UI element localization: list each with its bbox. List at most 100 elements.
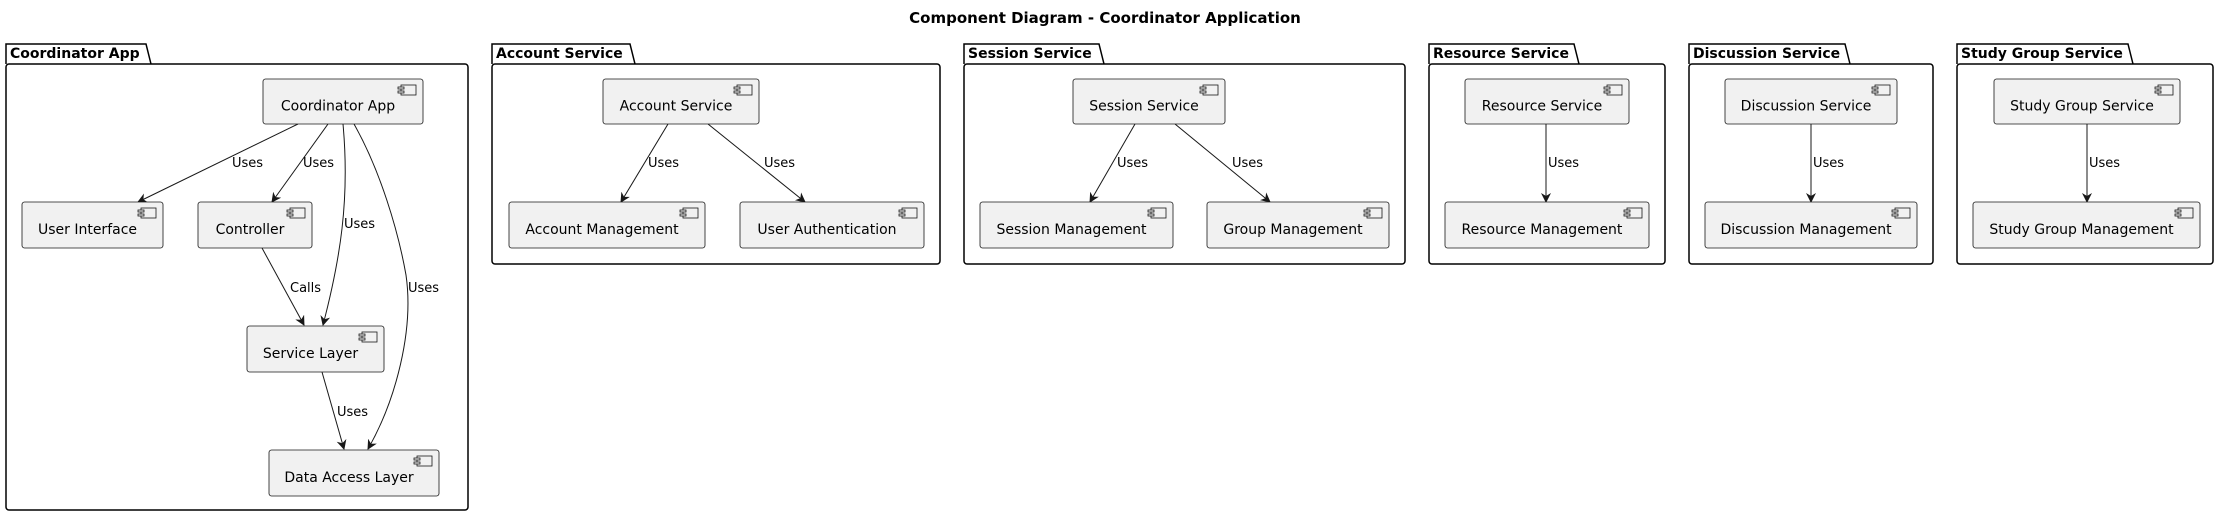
relation-label: Calls bbox=[290, 281, 321, 296]
package-label: Study Group Service bbox=[1961, 46, 2123, 62]
component-label: Session Management bbox=[996, 222, 1147, 238]
relation-arrow bbox=[707, 123, 806, 203]
package-tab bbox=[491, 43, 636, 65]
component-box bbox=[1704, 201, 1918, 249]
component-label: Service Layer bbox=[263, 346, 358, 362]
component-discussion-service: Discussion Service bbox=[1724, 78, 1898, 125]
component-icon bbox=[1603, 84, 1623, 96]
relation-study-group-management: Uses bbox=[2082, 124, 2120, 203]
relation-label: Uses bbox=[408, 281, 439, 296]
component-label: Resource Management bbox=[1462, 222, 1623, 238]
component-label: Study Group Service bbox=[2010, 99, 2154, 115]
component-label: Group Management bbox=[1223, 222, 1363, 238]
component-icon bbox=[1891, 207, 1911, 219]
component-label: Study Group Management bbox=[1989, 222, 2174, 238]
component-icon bbox=[733, 84, 753, 96]
relation-arrow bbox=[321, 371, 347, 450]
package-coordinator-app: Coordinator App bbox=[5, 43, 469, 511]
relation-session-group: Uses bbox=[1174, 123, 1271, 203]
component-box bbox=[262, 78, 424, 125]
relation-controller-service-layer: Calls bbox=[261, 247, 321, 326]
package-tab bbox=[1428, 43, 1580, 65]
relation-arrow bbox=[261, 247, 305, 326]
component-icon bbox=[2154, 84, 2174, 96]
component-icon bbox=[1199, 84, 1219, 96]
relation-arrow bbox=[271, 123, 329, 203]
component-box bbox=[1464, 78, 1630, 125]
component-box bbox=[1444, 201, 1650, 249]
component-label: Data Access Layer bbox=[284, 470, 414, 486]
component-label: Discussion Management bbox=[1720, 222, 1892, 238]
relation-arrow bbox=[620, 123, 669, 203]
component-label: Coordinator App bbox=[281, 99, 395, 115]
relation-app-ui: Uses bbox=[137, 123, 299, 203]
component-account-service: Account Service bbox=[602, 78, 760, 125]
package-tab bbox=[1688, 43, 1851, 65]
component-box bbox=[1724, 78, 1898, 125]
relation-app-data-access: Uses bbox=[353, 123, 439, 450]
component-box bbox=[739, 201, 925, 249]
relation-label: Uses bbox=[232, 156, 263, 171]
package-tab bbox=[963, 43, 1105, 65]
component-service-layer: Service Layer bbox=[246, 325, 385, 373]
component-box bbox=[1072, 78, 1226, 125]
relation-app-controller: Uses bbox=[271, 123, 334, 203]
component-user-authentication: User Authentication bbox=[739, 201, 925, 249]
relation-service-layer-data-access: Uses bbox=[321, 371, 368, 450]
component-resource-management: Resource Management bbox=[1444, 201, 1650, 249]
component-label: Account Management bbox=[525, 222, 679, 238]
component-box bbox=[1993, 78, 2181, 125]
relation-label: Uses bbox=[1117, 156, 1148, 171]
component-icon bbox=[358, 331, 378, 343]
component-icon bbox=[413, 455, 433, 467]
package-label: Coordinator App bbox=[10, 46, 140, 62]
package-tab bbox=[1956, 43, 2134, 65]
relation-app-service-layer: Uses bbox=[320, 123, 375, 326]
component-label: User Authentication bbox=[757, 222, 896, 238]
component-box bbox=[1206, 201, 1390, 249]
component-session-management: Session Management bbox=[979, 201, 1174, 249]
package-label: Account Service bbox=[496, 46, 623, 62]
component-icon bbox=[2174, 207, 2194, 219]
component-icon bbox=[679, 207, 699, 219]
relation-label: Uses bbox=[1548, 156, 1579, 171]
component-data-access-layer: Data Access Layer bbox=[268, 449, 440, 497]
component-icon bbox=[898, 207, 918, 219]
component-account-management: Account Management bbox=[508, 201, 706, 249]
relation-account-authentication: Uses bbox=[707, 123, 806, 203]
relation-label: Uses bbox=[1232, 156, 1263, 171]
component-box bbox=[197, 201, 313, 249]
package-label: Resource Service bbox=[1433, 46, 1569, 62]
component-user-interface: User Interface bbox=[21, 201, 164, 249]
package-label: Discussion Service bbox=[1693, 46, 1840, 62]
relation-label: Uses bbox=[1813, 156, 1844, 171]
component-discussion-management: Discussion Management bbox=[1704, 201, 1918, 249]
component-session-service: Session Service bbox=[1072, 78, 1226, 125]
relation-arrow bbox=[320, 123, 346, 326]
component-label: User Interface bbox=[38, 222, 137, 238]
relation-arrow bbox=[1174, 123, 1271, 203]
relation-label: Uses bbox=[337, 405, 368, 420]
component-study-group-service: Study Group Service bbox=[1993, 78, 2181, 125]
component-label: Session Service bbox=[1089, 99, 1199, 115]
package-label: Session Service bbox=[968, 46, 1092, 62]
diagram-title: Component Diagram - Coordinator Applicat… bbox=[909, 9, 1301, 27]
component-box bbox=[246, 325, 385, 373]
component-icon bbox=[397, 84, 417, 96]
relation-arrow bbox=[137, 123, 299, 203]
component-label: Account Service bbox=[620, 99, 733, 115]
component-label: Controller bbox=[216, 222, 285, 238]
relation-label: Uses bbox=[303, 156, 334, 171]
component-box bbox=[979, 201, 1174, 249]
component-box bbox=[1972, 201, 2201, 249]
relation-arrow bbox=[1089, 123, 1136, 203]
component-icon bbox=[286, 207, 306, 219]
package-tab bbox=[5, 43, 152, 65]
component-study-group-management: Study Group Management bbox=[1972, 201, 2201, 249]
relation-discussion-management: Uses bbox=[1806, 124, 1844, 203]
component-box bbox=[508, 201, 706, 249]
component-box bbox=[268, 449, 440, 497]
component-resource-service: Resource Service bbox=[1464, 78, 1630, 125]
relation-resource-management: Uses bbox=[1541, 124, 1579, 203]
